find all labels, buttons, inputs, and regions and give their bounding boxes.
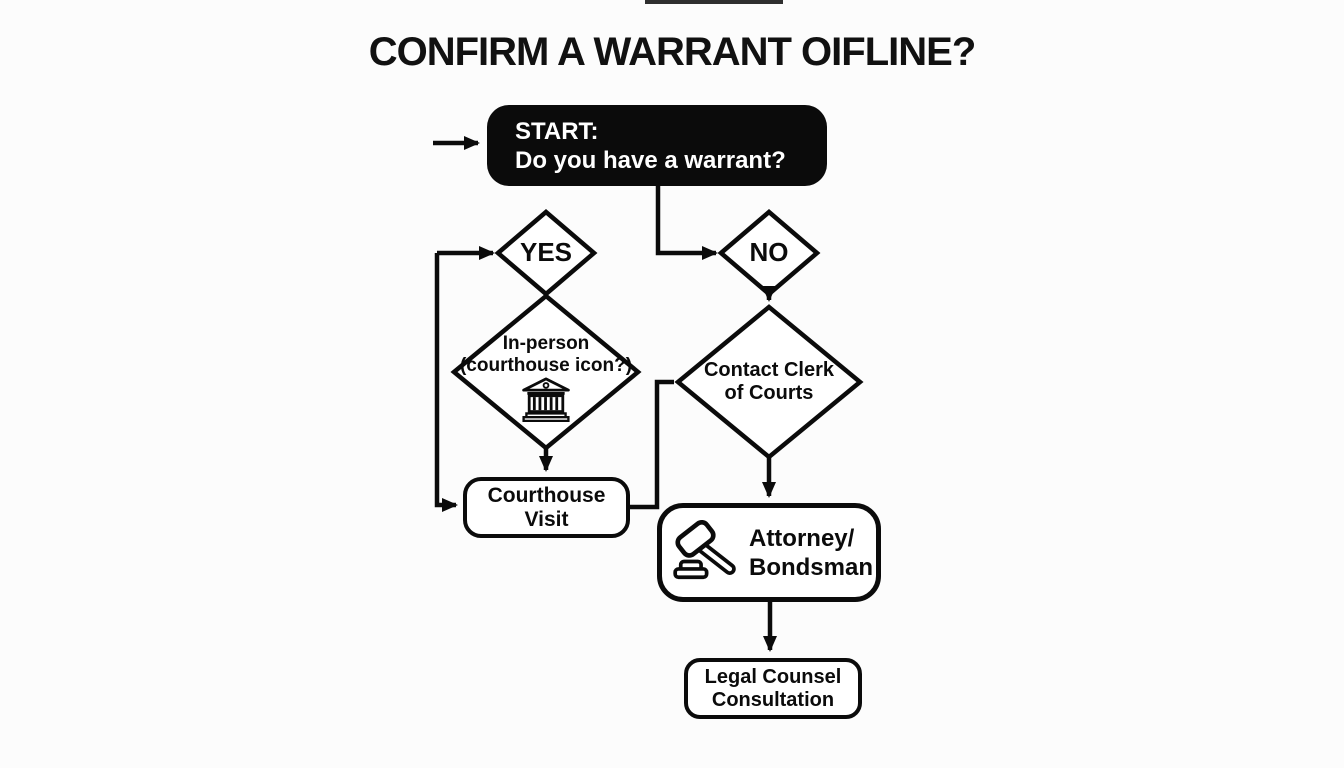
label-contact-clerk: Contact Clerk of Courts bbox=[669, 359, 869, 405]
courthouse-visit-line2: Visit bbox=[524, 507, 569, 531]
label-in-person: In-person (courthouse icon?) bbox=[446, 333, 646, 377]
label-yes: YES bbox=[519, 237, 573, 267]
arrow-branch-to-courthouse-visit bbox=[434, 253, 458, 512]
courthouse-icon bbox=[518, 375, 574, 423]
start-label-line2: Do you have a warrant? bbox=[515, 146, 786, 174]
node-start: START: Do you have a warrant? bbox=[487, 105, 827, 186]
diamond-contact-clerk bbox=[674, 304, 864, 460]
node-courthouse-visit: Courthouse Visit bbox=[463, 477, 630, 538]
legal-counsel-line2: Consultation bbox=[711, 688, 835, 711]
label-no: NO bbox=[749, 237, 789, 267]
start-label-line1: START: bbox=[515, 117, 599, 145]
in-person-line2: (courthouse icon?) bbox=[459, 355, 633, 376]
attorney-line1: Attorney/ bbox=[748, 524, 855, 552]
legal-counsel-line1: Legal Counsel bbox=[704, 665, 842, 688]
gavel-icon bbox=[665, 518, 739, 588]
in-person-line1: In-person bbox=[502, 333, 590, 354]
diamond-yes bbox=[494, 209, 598, 297]
courthouse-visit-line1: Courthouse bbox=[487, 483, 606, 507]
node-attorney-bondsman: Attorney/ Bondsman bbox=[657, 503, 881, 602]
contact-clerk-line2: of Courts bbox=[724, 382, 814, 404]
connector-courthouse-to-clerk bbox=[630, 379, 674, 510]
contact-clerk-line1: Contact Clerk bbox=[703, 359, 835, 381]
page-title: CONFIRM A WARRANT OIFLINE? bbox=[368, 30, 977, 74]
diamond-no bbox=[717, 209, 821, 297]
top-edge-artifact bbox=[645, 0, 783, 4]
diamond-in-person bbox=[450, 293, 642, 451]
attorney-line2: Bondsman bbox=[748, 553, 873, 581]
arrow-start-to-no bbox=[655, 186, 718, 260]
node-legal-counsel: Legal Counsel Consultation bbox=[684, 658, 862, 719]
